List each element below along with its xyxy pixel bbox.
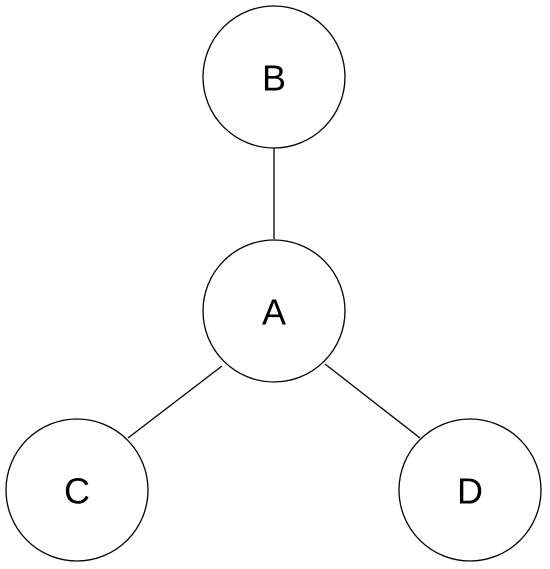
node-d: D [398,418,542,562]
node-c-label: C [64,471,90,512]
node-c: C [5,418,149,562]
edge-a-d [324,363,421,439]
node-b: B [202,5,346,149]
edge-a-c [127,365,223,439]
node-d-circle [398,418,542,562]
node-c-circle [5,418,149,562]
node-a-circle [202,239,346,383]
node-b-label: B [262,58,286,99]
node-a: A [202,239,346,383]
node-b-circle [202,5,346,149]
node-d-label: D [457,471,483,512]
node-a-label: A [262,292,286,333]
